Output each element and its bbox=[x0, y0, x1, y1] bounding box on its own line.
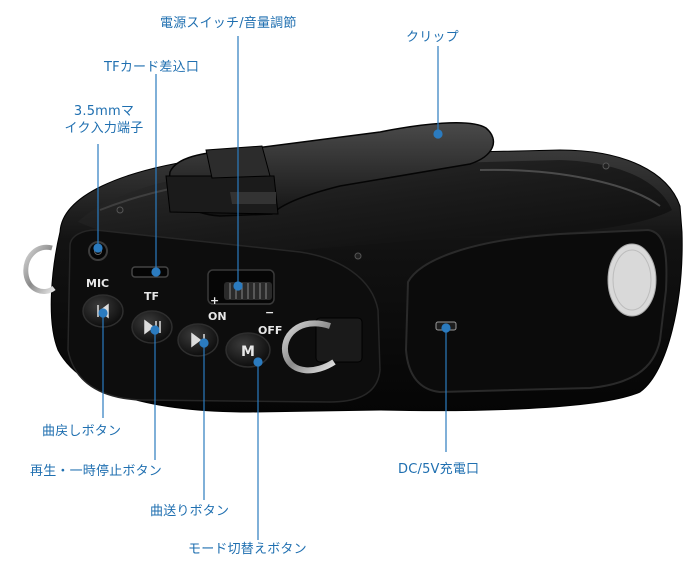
mode-button[interactable]: M bbox=[225, 332, 271, 368]
callout-mic-jack: 3.5mmマ イク入力端子 bbox=[58, 103, 150, 137]
callout-mode-button: モード切替えボタン bbox=[188, 542, 307, 557]
volume-minus-label: − bbox=[265, 306, 274, 319]
next-button[interactable] bbox=[177, 323, 219, 357]
tf-label: TF bbox=[144, 290, 159, 303]
callout-next-button: 曲送りボタン bbox=[150, 504, 230, 519]
callout-mic-jack-line2: イク入力端子 bbox=[64, 121, 144, 136]
right-strap-ring bbox=[281, 317, 363, 374]
callout-play-pause-button: 再生・一時停止ボタン bbox=[30, 464, 163, 479]
callout-prev-button: 曲戻しボタン bbox=[42, 424, 122, 439]
callout-tf-slot: TFカード差込口 bbox=[104, 60, 200, 75]
callout-dc-port: DC/5V充電口 bbox=[398, 462, 480, 477]
volume-plus-label: + bbox=[210, 294, 219, 307]
callout-leaders bbox=[93, 36, 451, 540]
callout-clip: クリップ bbox=[406, 30, 459, 45]
callout-power-switch: 電源スイッチ/音量調節 bbox=[160, 16, 297, 31]
on-label: ON bbox=[208, 310, 227, 323]
off-label: OFF bbox=[258, 324, 282, 337]
left-strap-ring bbox=[23, 244, 56, 294]
mode-label: M bbox=[241, 344, 255, 360]
callout-mic-jack-line1: 3.5mmマ bbox=[73, 104, 135, 119]
mic-label: MIC bbox=[86, 277, 109, 290]
device-body bbox=[50, 149, 683, 413]
